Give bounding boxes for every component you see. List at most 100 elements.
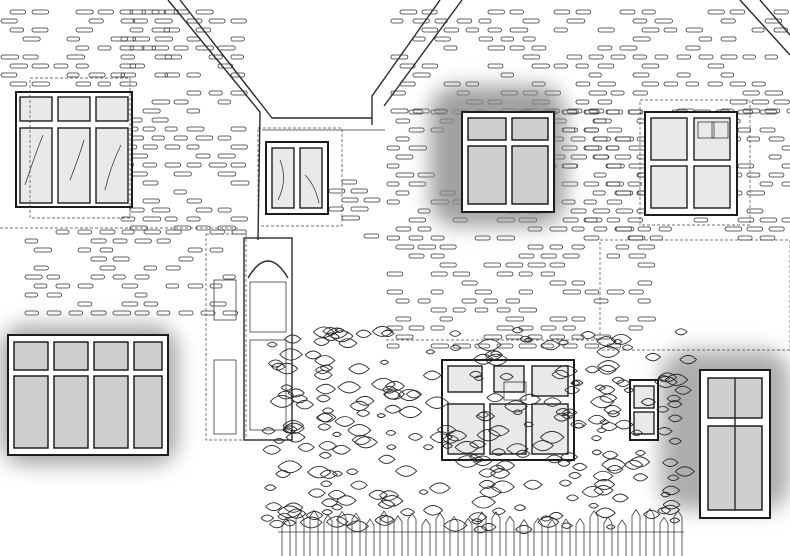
brick bbox=[395, 244, 415, 250]
leaf bbox=[568, 471, 582, 479]
brick bbox=[654, 18, 673, 24]
leaf bbox=[397, 388, 422, 402]
leaf bbox=[607, 410, 621, 418]
brick bbox=[584, 343, 599, 349]
leaf bbox=[262, 444, 282, 455]
leaf bbox=[623, 387, 635, 393]
brick bbox=[143, 229, 161, 235]
leaf bbox=[573, 422, 585, 429]
brick bbox=[615, 316, 629, 322]
fence-picket bbox=[631, 508, 641, 556]
brick bbox=[588, 90, 607, 96]
leaf bbox=[558, 339, 569, 346]
brick bbox=[632, 54, 647, 60]
leaf bbox=[595, 507, 616, 519]
brick bbox=[768, 154, 782, 160]
brick bbox=[31, 27, 49, 33]
brick bbox=[112, 256, 130, 262]
leaf bbox=[307, 465, 332, 479]
leaf bbox=[519, 393, 542, 406]
brick bbox=[186, 72, 201, 78]
brick bbox=[395, 190, 410, 196]
brick bbox=[566, 108, 583, 114]
brick bbox=[593, 298, 609, 304]
fence-picket bbox=[281, 516, 291, 556]
brick bbox=[112, 310, 132, 316]
brick bbox=[143, 301, 159, 307]
brick bbox=[606, 181, 624, 187]
leaf bbox=[469, 439, 487, 449]
brick bbox=[77, 301, 93, 307]
brick bbox=[142, 108, 161, 114]
leaf bbox=[667, 400, 683, 409]
brick bbox=[615, 244, 630, 250]
brick bbox=[341, 197, 359, 203]
brick bbox=[737, 127, 752, 133]
brick bbox=[110, 72, 125, 78]
brick bbox=[186, 36, 201, 42]
leaf bbox=[587, 414, 607, 425]
leaf bbox=[532, 439, 554, 452]
brick bbox=[606, 145, 620, 151]
brick bbox=[606, 163, 625, 169]
leaf bbox=[566, 494, 579, 502]
brick bbox=[164, 72, 181, 78]
brick bbox=[430, 289, 444, 295]
brick bbox=[164, 162, 182, 168]
leaf bbox=[423, 505, 444, 516]
brick bbox=[386, 343, 400, 349]
brick bbox=[33, 247, 53, 253]
leaf bbox=[548, 511, 564, 520]
leaf bbox=[383, 390, 402, 400]
brick bbox=[605, 145, 620, 151]
brick bbox=[663, 81, 679, 87]
leaf bbox=[469, 370, 483, 378]
brick bbox=[129, 45, 145, 51]
brick bbox=[627, 217, 644, 223]
brick bbox=[641, 81, 659, 87]
brick bbox=[518, 289, 533, 295]
brick bbox=[571, 226, 585, 232]
brick bbox=[676, 72, 691, 78]
leaf bbox=[271, 362, 286, 371]
leaf bbox=[384, 404, 402, 414]
brick bbox=[571, 280, 586, 286]
brick bbox=[151, 135, 165, 141]
brick bbox=[693, 217, 709, 223]
leaf bbox=[372, 325, 394, 337]
brick bbox=[390, 90, 406, 96]
brick bbox=[575, 99, 590, 105]
brick bbox=[781, 181, 790, 187]
leaf bbox=[675, 466, 695, 477]
brick bbox=[434, 18, 448, 24]
brick bbox=[583, 145, 600, 151]
brick bbox=[505, 262, 524, 268]
brick bbox=[430, 253, 445, 259]
brick bbox=[408, 253, 425, 259]
brick bbox=[395, 136, 410, 142]
brick bbox=[363, 197, 381, 203]
window-upper-left bbox=[15, 91, 133, 208]
brick bbox=[597, 45, 613, 51]
brick bbox=[729, 99, 748, 105]
fence-picket bbox=[603, 516, 613, 556]
leaf bbox=[495, 460, 516, 471]
brick bbox=[417, 244, 437, 250]
brick bbox=[120, 36, 136, 42]
brick bbox=[583, 127, 599, 133]
leaf bbox=[423, 370, 442, 381]
garden-foliage bbox=[260, 325, 698, 535]
leaf bbox=[598, 364, 617, 375]
fence-picket bbox=[589, 510, 599, 556]
brick bbox=[209, 283, 223, 289]
brick bbox=[549, 244, 564, 250]
brick bbox=[614, 226, 632, 232]
brick bbox=[737, 217, 755, 223]
brick bbox=[737, 235, 753, 241]
brick bbox=[588, 108, 605, 114]
brick bbox=[627, 235, 644, 241]
leaf bbox=[543, 397, 562, 407]
brick bbox=[571, 316, 586, 322]
brick bbox=[222, 274, 236, 280]
brick bbox=[786, 108, 790, 114]
